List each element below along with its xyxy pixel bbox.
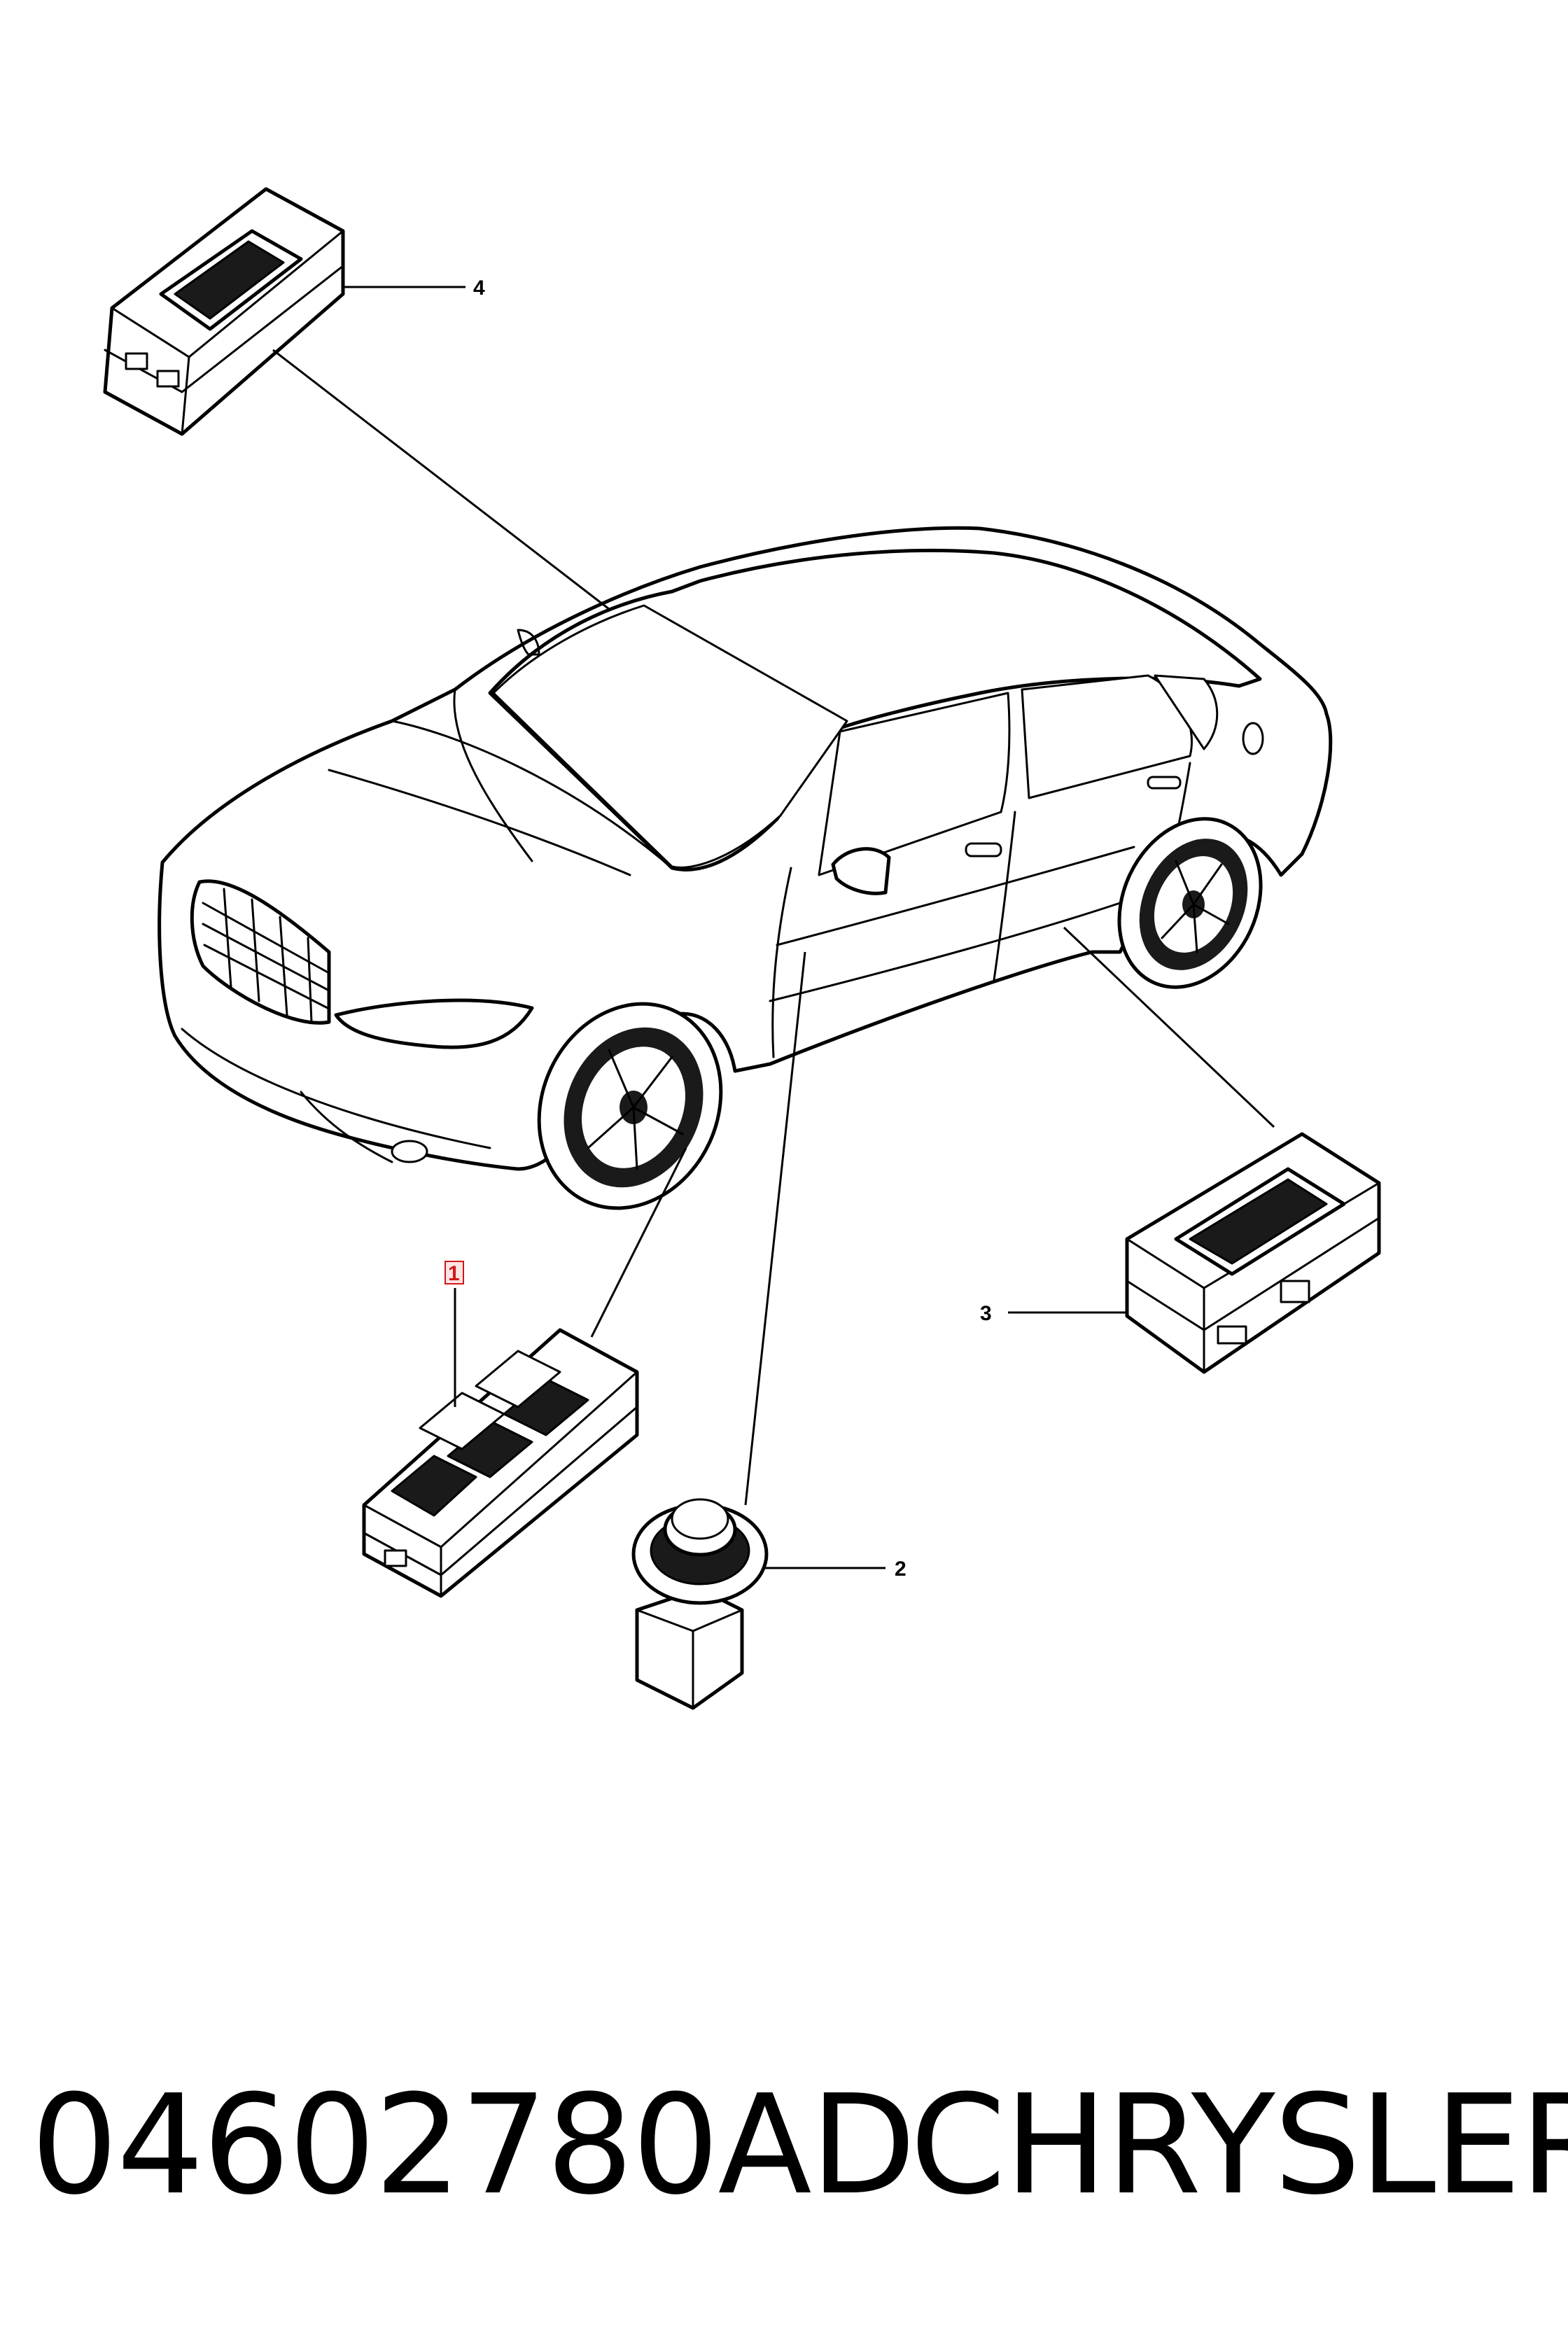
callout-1[interactable]: 1: [444, 1261, 464, 1285]
callout-4-label: 4: [473, 276, 485, 300]
leader-lines: [272, 286, 1275, 1569]
part-4-switch: [103, 187, 345, 436]
callout-3-label: 3: [980, 1302, 992, 1325]
rear-wheel: [1117, 817, 1263, 989]
part-2-knob: [631, 1498, 769, 1710]
brand-name: CHRYSLER: [910, 2066, 1568, 2225]
callout-1-label: 1: [448, 1262, 460, 1285]
callout-3[interactable]: 3: [980, 1302, 992, 1325]
front-wheel: [537, 1002, 723, 1210]
callout-1-highlight-box: [444, 1261, 464, 1284]
part-3-switch: [1125, 1132, 1381, 1374]
part-number: 04602780AD: [31, 2066, 916, 2225]
caption-bar: 04602780AD CHRYSLER: [0, 2065, 1568, 2226]
callout-2[interactable]: 2: [895, 1558, 906, 1581]
part-1-switch: [362, 1328, 639, 1598]
sedan-illustration: [158, 526, 1333, 1210]
grille: [190, 879, 331, 1025]
callout-4[interactable]: 4: [473, 276, 485, 300]
callout-2-label: 2: [895, 1558, 906, 1581]
